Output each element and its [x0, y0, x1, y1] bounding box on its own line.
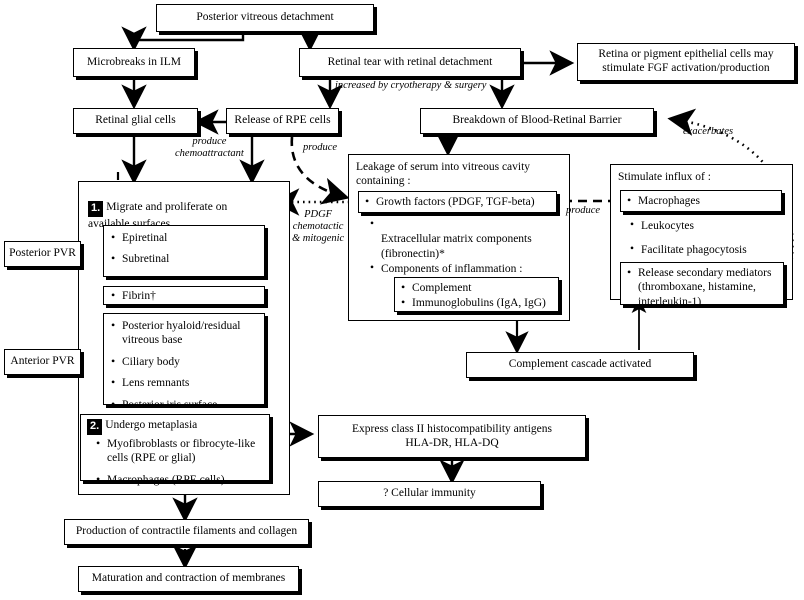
list-item: Ciliary body — [111, 354, 257, 369]
node-label: Complement cascade activated — [508, 358, 652, 371]
node-anterior-pvr[interactable]: Anterior PVR — [4, 349, 81, 375]
node-label: Retina or pigment epithelial cells may s… — [598, 48, 774, 74]
node-label: Microbreaks in ILM — [87, 55, 181, 68]
node-label: Posterior vitreous detachment — [196, 11, 334, 24]
list-item: Myofibroblasts or fibrocyte-like cells (… — [96, 436, 263, 466]
list-item: Subretinal — [111, 251, 257, 266]
leakage-ecm-item: •Extracellular matrix components (fibron… — [370, 218, 532, 260]
list-item: Complement — [401, 280, 552, 295]
node-microbreaks-in-ilm[interactable]: Microbreaks in ILM — [73, 48, 195, 77]
node-retinal-tear[interactable]: Retinal tear with retinal detachment — [299, 48, 521, 77]
node-step1-group-a[interactable]: Epiretinal Subretinal — [103, 225, 265, 277]
leakage-inflammation-item: •Components of inflammation : — [370, 262, 523, 275]
node-retinal-glial-cells[interactable]: Retinal glial cells — [73, 108, 198, 134]
node-cellular-immunity[interactable]: ? Cellular immunity — [318, 481, 541, 507]
edge-label-chemoattractant: produce chemoattractant — [175, 136, 244, 160]
step2-header: 2.Undergo metaplasia — [87, 418, 263, 435]
node-label: Production of contractile filaments and … — [75, 525, 298, 538]
edge-label-exacerbates: exacerbates — [683, 126, 734, 137]
node-contractile-filaments-collagen[interactable]: Production of contractile filaments and … — [64, 519, 309, 545]
edge-label-produce-macrophage: produce — [566, 205, 601, 216]
edge-label-produce-rpe: produce — [303, 142, 338, 153]
node-label: Retinal tear with retinal detachment — [327, 55, 493, 68]
node-breakdown-blood-retinal-barrier[interactable]: Breakdown of Blood-Retinal Barrier — [420, 108, 654, 134]
list-item: Fibrin† — [111, 288, 257, 303]
step-number-2: 2. — [87, 419, 103, 435]
node-macrophages[interactable]: Macrophages — [620, 190, 782, 212]
list-item: Growth factors (PDGF, TGF-beta) — [365, 194, 550, 209]
node-label: Release of RPE cells — [234, 114, 331, 127]
node-posterior-vitreous-detachment[interactable]: Posterior vitreous detachment — [156, 4, 374, 32]
node-label: Retinal glial cells — [95, 114, 176, 127]
node-label: Anterior PVR — [10, 355, 75, 368]
list-item: Release secondary mediators (thromboxane… — [627, 265, 777, 309]
edge-label-pdgf: PDGF chemotactic & mitogenic — [292, 209, 345, 245]
node-step2[interactable]: 2.Undergo metaplasia Myofibroblasts or f… — [80, 414, 270, 487]
node-release-of-rpe-cells[interactable]: Release of RPE cells — [226, 108, 339, 134]
node-label: Breakdown of Blood-Retinal Barrier — [452, 114, 622, 127]
node-maturation-contraction[interactable]: Maturation and contraction of membranes — [78, 566, 299, 592]
leakage-header: Leakage of serum into vitreous cavity co… — [356, 161, 531, 188]
node-label: Express class II histocompatibility anti… — [352, 422, 552, 449]
list-item: Immunoglobulins (IgA, IgG) — [401, 295, 552, 310]
node-step1-group-b[interactable]: Fibrin† — [103, 286, 265, 305]
list-item: Macrophages (RPE cells) — [96, 472, 263, 487]
node-label: Posterior PVR — [9, 247, 76, 260]
node-complement-immunoglobulins[interactable]: Complement Immunoglobulins (IgA, IgG) — [394, 277, 559, 312]
list-item: Posterior iris surface — [111, 396, 257, 411]
node-posterior-pvr[interactable]: Posterior PVR — [4, 241, 81, 267]
list-item: Epiretinal — [111, 230, 257, 245]
node-complement-cascade-activated[interactable]: Complement cascade activated — [466, 352, 694, 378]
node-step1-group-c[interactable]: Posterior hyaloid/residual vitreous base… — [103, 313, 265, 412]
step-number-1: 1. — [88, 201, 104, 218]
influx-leukocytes-item: •Leukocytes — [630, 219, 695, 232]
influx-header: Stimulate influx of : — [618, 171, 711, 183]
list-item: Macrophages — [627, 193, 775, 208]
node-secondary-mediators[interactable]: Release secondary mediators (thromboxane… — [620, 262, 784, 308]
edge-label-cryotherapy: increased by cryotherapy & surgery — [335, 80, 487, 91]
node-label: Maturation and contraction of membranes — [91, 572, 286, 585]
node-fgf-activation[interactable]: Retina or pigment epithelial cells may s… — [577, 43, 795, 81]
influx-phagocytosis-item: •Facilitate phagocytosis — [630, 243, 747, 256]
node-growth-factors[interactable]: Growth factors (PDGF, TGF-beta) — [358, 191, 557, 213]
node-label: ? Cellular immunity — [383, 487, 476, 500]
node-hla-expression[interactable]: Express class II histocompatibility anti… — [318, 415, 586, 458]
list-item: Lens remnants — [111, 375, 257, 390]
list-item: Posterior hyaloid/residual vitreous base — [111, 318, 257, 348]
